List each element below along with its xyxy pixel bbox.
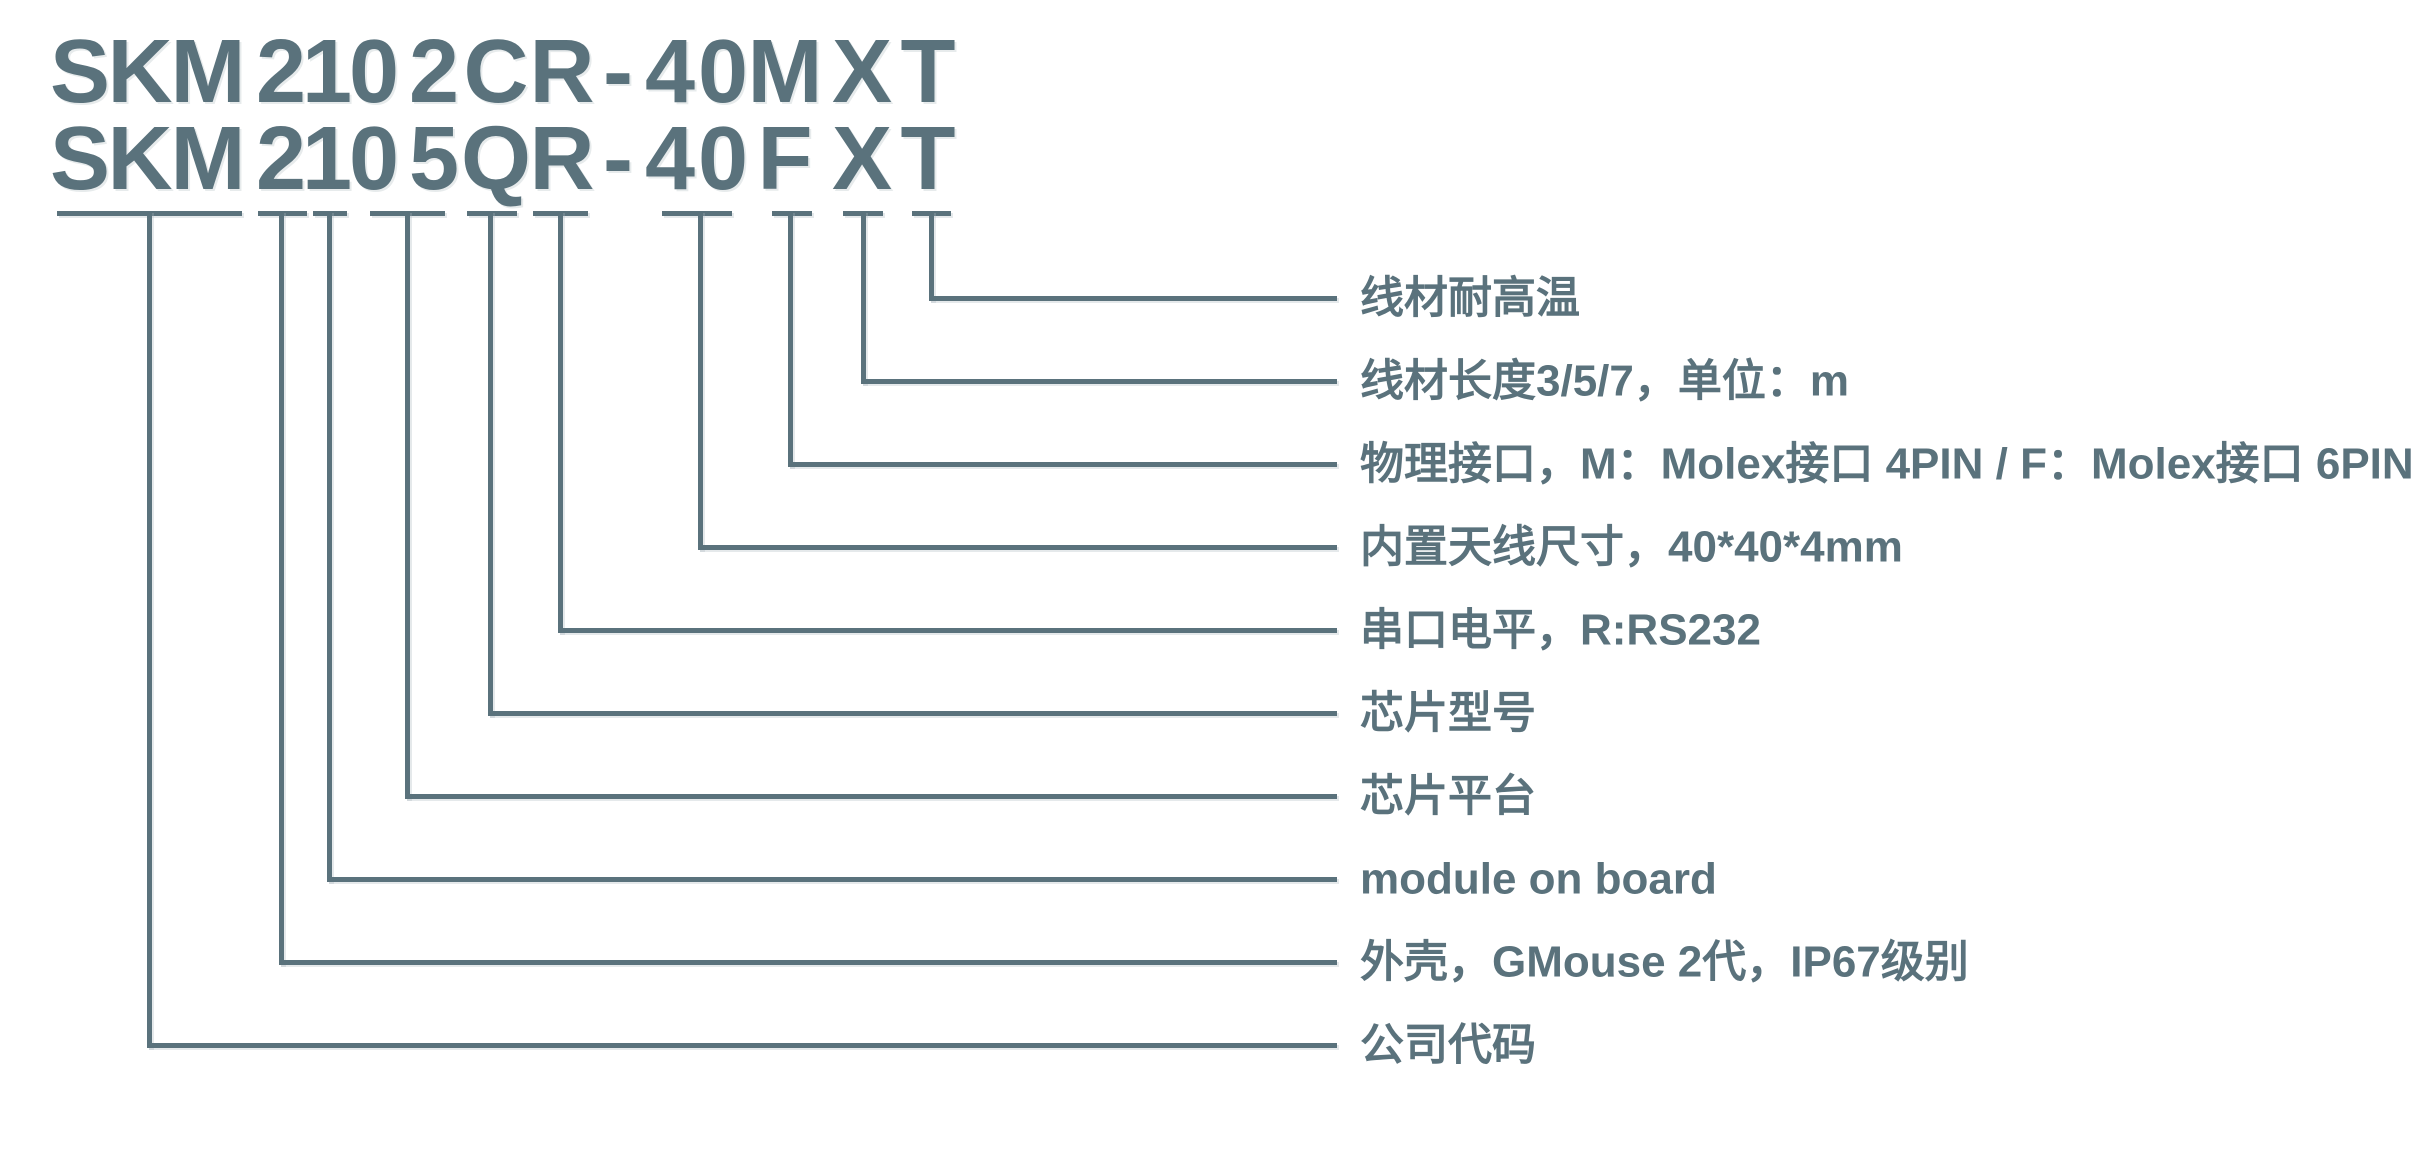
segment-label-x: 线材长度3/5/7，单位：m [1360, 356, 1849, 406]
connector-vertical-x [861, 211, 866, 384]
connector-vertical-40 [698, 211, 703, 550]
connector-leader-f [788, 462, 1337, 467]
connector-vertical-r [558, 211, 563, 633]
segment-label-r: 串口电平，R:RS232 [1360, 605, 1761, 655]
connector-leader-x [861, 379, 1337, 384]
model-char: F [757, 109, 813, 209]
connector-vertical-q [488, 211, 493, 716]
model-char: R [529, 109, 595, 209]
model-char: M [170, 109, 246, 209]
connector-vertical-2 [279, 211, 284, 965]
connector-vertical-t [929, 211, 934, 301]
connector-vertical-f [788, 211, 793, 467]
segment-label-40: 内置天线尺寸，40*40*4mm [1360, 522, 1903, 572]
connector-leader-t [929, 296, 1337, 301]
model-char: M [170, 22, 246, 122]
model-char: T [900, 109, 956, 209]
connector-leader-r [558, 628, 1337, 633]
model-char: T [900, 22, 956, 122]
connector-leader-40 [698, 545, 1337, 550]
model-char: 4 [644, 109, 696, 209]
model-char: 2 [255, 109, 307, 209]
model-char: 0 [348, 22, 400, 122]
model-char: 1 [301, 22, 353, 122]
model-char: S [49, 22, 111, 122]
segment-label-q: 芯片型号 [1360, 688, 1536, 738]
model-char: 0 [348, 109, 400, 209]
model-char: M [747, 22, 823, 122]
model-char: 1 [301, 109, 353, 209]
segment-label-skm: 公司代码 [1360, 1020, 1536, 1070]
connector-vertical-05 [405, 211, 410, 799]
tick-40 [662, 211, 732, 216]
model-char: C [463, 22, 529, 122]
connector-leader-1 [327, 877, 1337, 882]
model-char: 0 [697, 22, 749, 122]
segment-label-05: 芯片平台 [1360, 771, 1536, 821]
model-char: X [831, 109, 893, 209]
connector-leader-skm [147, 1043, 1337, 1048]
model-char: 0 [697, 109, 749, 209]
segment-label-f: 物理接口，M：Molex接口 4PIN / F：Molex接口 6PIN [1360, 439, 2414, 489]
model-char: 4 [644, 22, 696, 122]
model-char: 5 [408, 109, 460, 209]
connector-vertical-skm [147, 211, 152, 1048]
model-char: - [603, 109, 633, 209]
model-char: - [603, 22, 633, 122]
connector-vertical-1 [327, 211, 332, 882]
model-char: 2 [408, 22, 460, 122]
model-char: S [49, 109, 111, 209]
model-char: K [107, 109, 173, 209]
model-char: 2 [255, 22, 307, 122]
model-char: R [529, 22, 595, 122]
segment-label-1: module on board [1360, 854, 1717, 904]
segment-label-t: 线材耐高温 [1360, 273, 1580, 323]
connector-leader-05 [405, 794, 1337, 799]
connector-leader-q [488, 711, 1337, 716]
segment-label-2: 外壳，GMouse 2代，IP67级别 [1360, 937, 1969, 987]
connector-leader-2 [279, 960, 1337, 965]
model-char: X [831, 22, 893, 122]
model-char: K [107, 22, 173, 122]
model-char: Q [460, 109, 532, 209]
